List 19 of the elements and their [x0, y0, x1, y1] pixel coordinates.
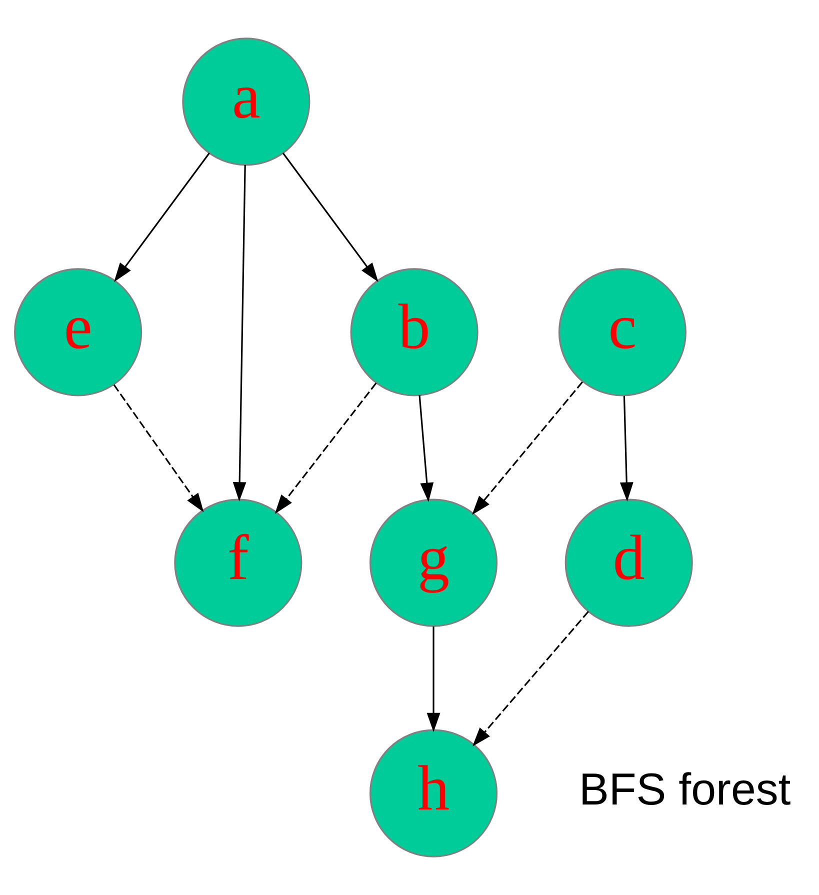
- arrow: [620, 396, 634, 502]
- node-circle: e: [14, 268, 142, 396]
- node-circle: h: [369, 729, 498, 858]
- node-circle: a: [182, 38, 310, 166]
- arrow: [232, 165, 246, 502]
- node-circle: f: [174, 498, 302, 627]
- node-circle: c: [558, 268, 686, 396]
- arrow: [114, 152, 210, 282]
- arrow: [472, 382, 584, 515]
- node-circle: d: [564, 498, 693, 627]
- node-circle: g: [369, 498, 498, 627]
- label: BFS forest: [579, 763, 791, 814]
- arrow: [113, 384, 204, 512]
- arrow: [418, 395, 434, 502]
- arrow: [426, 626, 440, 732]
- arrow: [282, 152, 378, 282]
- arrow: [472, 610, 589, 747]
- node-circle: b: [350, 268, 478, 396]
- arrow: [274, 382, 377, 514]
